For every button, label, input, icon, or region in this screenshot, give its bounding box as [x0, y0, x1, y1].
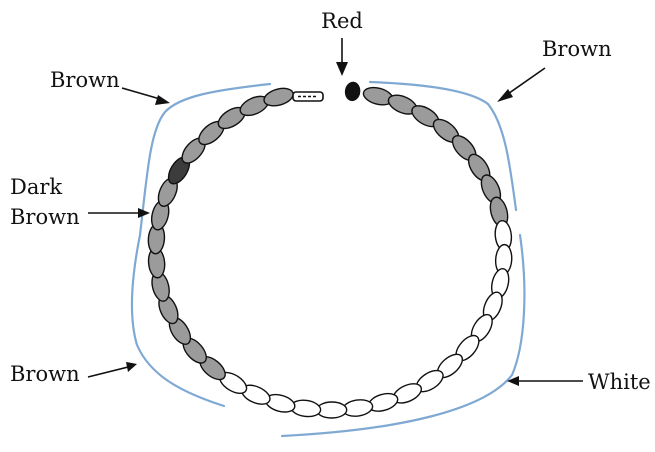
bead-group — [147, 81, 513, 419]
arrow-dark-brown-head — [138, 208, 150, 218]
bracket-left — [130, 233, 226, 408]
label-red: Red — [321, 9, 363, 33]
clasp — [292, 91, 324, 102]
label-dark-brown-line2: Brown — [10, 205, 80, 229]
arrow-white-head — [507, 376, 519, 386]
label-white: White — [588, 370, 651, 394]
arrow-brown-top-right-shaft — [504, 67, 546, 97]
bracket-right — [280, 233, 526, 438]
red-bead — [344, 81, 361, 102]
arrow-brown-bottom-left-shaft — [87, 366, 129, 378]
label-brown-bottom-left: Brown — [10, 362, 80, 386]
arrow-brown-top-right-head — [497, 89, 513, 102]
bracket-top-right — [368, 80, 518, 212]
arrow-brown-top-left-shaft — [121, 87, 161, 100]
label-brown-top-left: Brown — [50, 68, 120, 92]
arrow-red-head — [336, 62, 348, 76]
arrow-brown-bottom-left-head — [126, 362, 137, 372]
label-dark-brown-line1: Dark — [10, 175, 62, 199]
arrow-brown-top-left-head — [155, 95, 170, 105]
bracket-top-left — [138, 82, 272, 237]
label-brown-top-right: Brown — [542, 37, 612, 61]
